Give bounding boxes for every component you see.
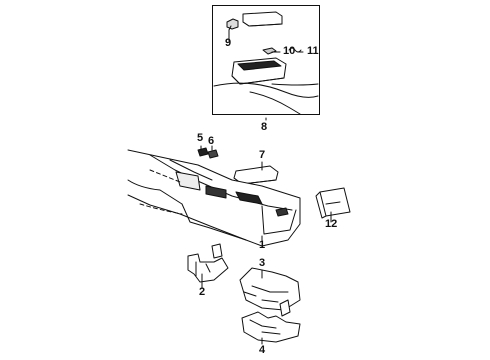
callout-4: 4 xyxy=(259,344,266,356)
callout-3: 3 xyxy=(259,257,266,269)
callout-11: 11 xyxy=(307,45,319,57)
callout-5: 5 xyxy=(197,132,204,144)
callout-9: 9 xyxy=(225,37,232,49)
callout-7: 7 xyxy=(259,149,266,161)
callout-6: 6 xyxy=(208,135,215,147)
inset-frame xyxy=(212,5,320,115)
callout-1: 1 xyxy=(259,239,266,251)
callout-12: 12 xyxy=(325,218,338,230)
callout-2: 2 xyxy=(199,286,206,298)
console-body-drawing xyxy=(127,149,301,247)
callout-10: 10 xyxy=(283,45,296,57)
inset-armrest-drawing xyxy=(213,11,319,115)
callout-8: 8 xyxy=(261,121,268,133)
